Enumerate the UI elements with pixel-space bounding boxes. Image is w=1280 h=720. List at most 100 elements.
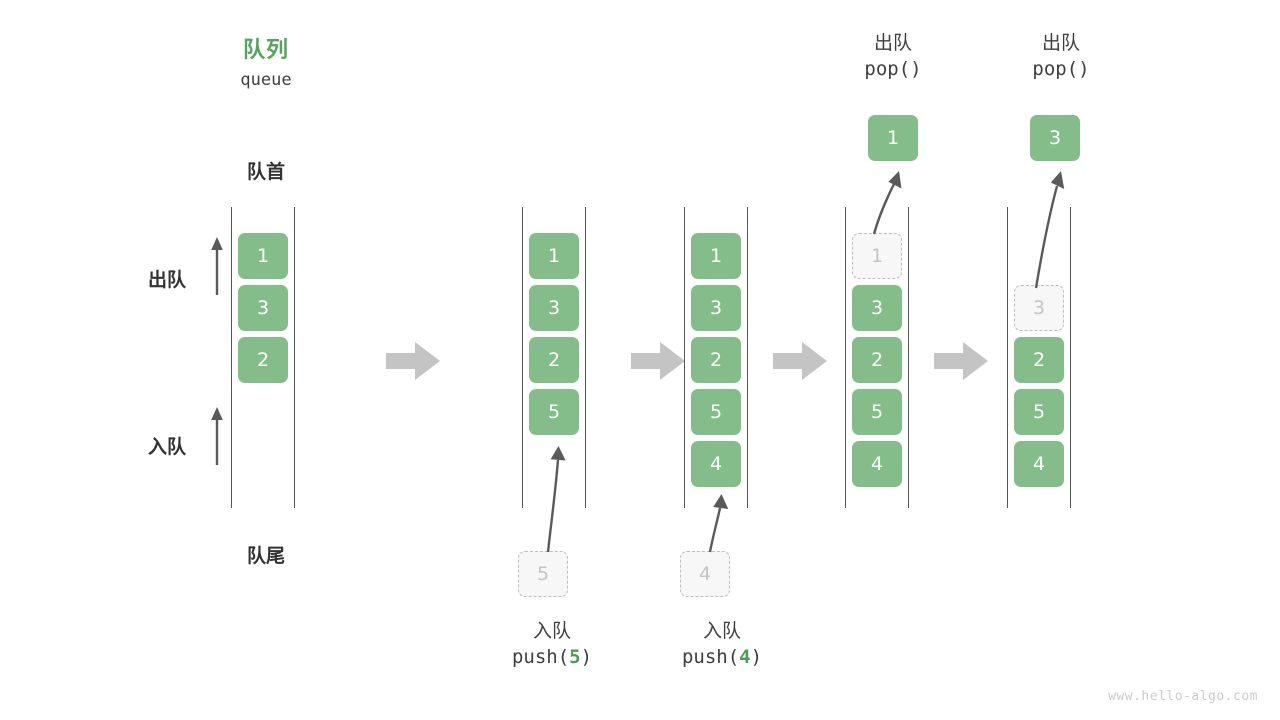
queue-cell: 4 [852,441,902,487]
queue-slot: 5 [852,389,902,435]
code-suffix: ) [750,646,763,669]
code-suffix: ) [1078,58,1090,81]
code-arg: 4 [739,646,751,669]
pop-motion-arrow-icon [872,171,902,235]
operation-caption-code: push(4) [622,644,822,670]
queue-slot: 3 [691,285,741,331]
pop-direction-arrow-icon [211,237,223,295]
queue-rail-left [231,207,232,508]
queue-cell: 3 [852,285,902,331]
queue-step-after-pop-3: 3 2 5 4 3 [978,0,1108,720]
queue-cell: 5 [852,389,902,435]
queue-slot: 1 [238,233,288,279]
queue-cell: 1 [691,233,741,279]
queue-rail-right [1070,207,1071,508]
code-prefix: pop( [1032,58,1079,81]
operation-caption-cn: 入队 [532,620,571,642]
queue-slot: 4 [691,441,741,487]
queue-step-after-push-4: 1 3 2 5 4 4 [655,0,785,720]
queue-slot: 3 [529,285,579,331]
queue-step-after-push-5: 1 3 2 5 5 [493,0,623,720]
queue-cell: 3 [238,285,288,331]
operation-caption-code: pop() [793,56,993,82]
queue-cell: 2 [238,337,288,383]
operation-caption-pop-3: 出队 pop() [961,30,1161,82]
queue-tail-label: 队尾 [246,545,285,567]
step-arrow-icon [631,342,685,380]
queue-rail-left [845,207,846,508]
push-motion-arrow-icon [708,494,729,553]
queue-slot: 2 [529,337,579,383]
queue-slot: 5 [1014,389,1064,435]
code-suffix: ) [580,646,593,669]
site-watermark: www.hello-algo.com [1108,689,1258,704]
queue-rail-left [1007,207,1008,508]
queue-slot: 3 [1014,285,1064,331]
step-arrow-icon [934,342,988,380]
queue-cell: 2 [852,337,902,383]
queue-step-after-pop-1: 1 3 2 5 4 1 [816,0,946,720]
queue-cell: 5 [691,389,741,435]
queue-slot: 2 [691,337,741,383]
queue-rail-right [585,207,586,508]
queue-cell: 1 [238,233,288,279]
queue-slot: 4 [1014,441,1064,487]
queue-slot: 5 [691,389,741,435]
popped-cell: 1 [868,115,918,161]
queue-cell: 5 [1014,389,1064,435]
queue-cell: 4 [691,441,741,487]
side-annotation-push: 入队 [148,436,187,458]
queue-cell: 1 [529,233,579,279]
operation-caption-push-4: 入队 push(4) [622,618,822,670]
operation-caption-push-5: 入队 push(5) [452,618,652,670]
queue-slot: 2 [1014,337,1064,383]
operation-caption-cn: 出队 [1041,32,1080,54]
queue-cell: 2 [691,337,741,383]
queue-slot: 2 [852,337,902,383]
queue-slot: 4 [852,441,902,487]
diagram-title-cn: 队列 [242,38,289,63]
operation-caption-code: push(5) [452,644,652,670]
queue-rail-right [294,207,295,508]
queue-rail-right [908,207,909,508]
pending-push-cell: 4 [680,551,730,597]
queue-cell: 3 [529,285,579,331]
step-arrow-icon [773,342,827,380]
queue-slot: 3 [238,285,288,331]
operation-caption-cn: 入队 [702,620,741,642]
queue-slot: 1 [852,233,902,279]
queue-cell: 4 [1014,441,1064,487]
queue-slot: 3 [852,285,902,331]
queue-step-initial: 1 3 2 [202,0,332,720]
code-prefix: push( [511,646,570,669]
queue-slot: 2 [238,337,288,383]
step-arrow-icon [386,342,440,380]
pop-motion-arrow-icon [1034,171,1065,289]
operation-caption-pop-1: 出队 pop() [793,30,993,82]
queue-cell: 2 [1014,337,1064,383]
operation-caption-code: pop() [961,56,1161,82]
queue-cell-vacated: 1 [852,233,902,279]
side-annotation-pop: 出队 [148,269,187,291]
queue-cell: 5 [529,389,579,435]
queue-cell: 2 [529,337,579,383]
queue-slot: 1 [691,233,741,279]
queue-rail-right [747,207,748,508]
queue-slot: 5 [529,389,579,435]
code-arg: 5 [569,646,581,669]
code-prefix: push( [681,646,740,669]
queue-slot: 1 [529,233,579,279]
queue-rail-left [522,207,523,508]
queue-head-label: 队首 [246,161,285,183]
pending-push-cell: 5 [518,551,568,597]
push-motion-arrow-icon [546,446,566,553]
push-direction-arrow-icon [211,407,223,465]
queue-rail-left [684,207,685,508]
code-suffix: ) [910,58,922,81]
queue-cell: 3 [691,285,741,331]
diagram-title-en: queue [240,70,292,90]
popped-cell: 3 [1030,115,1080,161]
operation-caption-cn: 出队 [873,32,912,54]
queue-cell-vacated: 3 [1014,285,1064,331]
